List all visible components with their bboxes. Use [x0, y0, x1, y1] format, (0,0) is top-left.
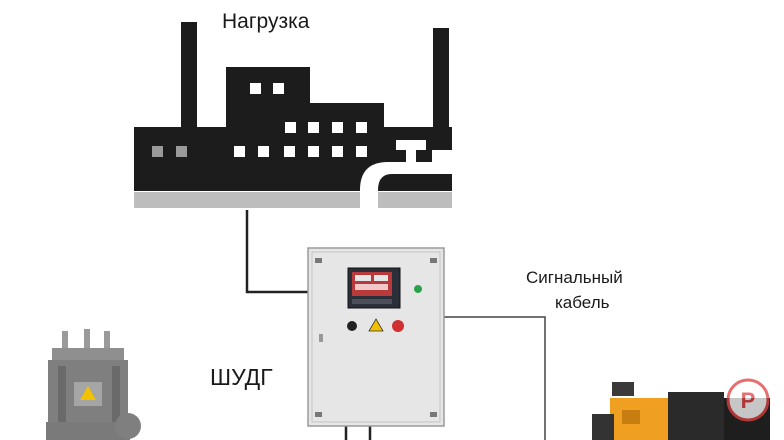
control-cabinet-icon	[307, 247, 445, 427]
transformer-icon	[46, 329, 141, 440]
watermark-logo-icon: P	[726, 378, 770, 422]
load-label: Нагрузка	[222, 10, 310, 33]
signal-cable-label: Сигнальный	[526, 268, 623, 287]
signal-cable-label-line2: кабель	[555, 293, 610, 312]
shudg-label: ШУДГ	[210, 364, 273, 390]
factory-icon	[134, 22, 452, 210]
power-wires	[245, 210, 372, 440]
signal-cable-line	[444, 316, 546, 440]
svg-text:P: P	[741, 388, 756, 413]
